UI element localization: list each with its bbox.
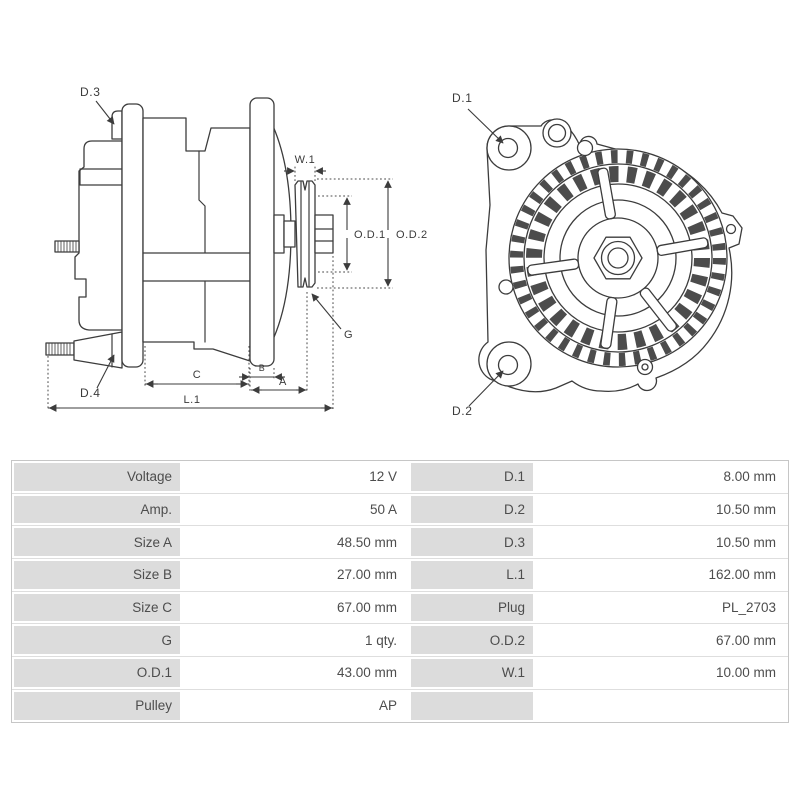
spec-label-cell: O.D.1	[12, 657, 182, 689]
spec-label-cell: Size C	[12, 591, 182, 624]
pulley-nut	[314, 214, 334, 254]
spec-value-cell: 12 V	[369, 469, 397, 485]
spec-label-cell: Pulley	[12, 689, 182, 722]
spec-value-cell: 8.00 mm	[723, 469, 776, 485]
dim-label-w1: W.1	[295, 154, 316, 166]
dim-label-d1: D.1	[452, 91, 472, 105]
alternator-technical-drawing: W.1 O.D.1 O.D.2 G C B A	[45, 85, 743, 418]
table-row: Size C 67.00 mm Plug PL_2703	[12, 590, 788, 624]
spec-label-cell: L.1	[409, 559, 535, 591]
top-mounting-ear	[111, 110, 123, 140]
spec-value-cell: 43.00 mm	[336, 665, 397, 681]
table-row: Size A 48.50 mm D.3 10.50 mm	[12, 525, 788, 559]
shaft	[283, 220, 296, 248]
spec-label-cell: Voltage	[12, 461, 182, 493]
spec-value-cell: AP	[378, 698, 397, 714]
bottom-mounting-ear	[73, 331, 123, 369]
alternator-front-view: D.1 D.2	[452, 91, 743, 418]
mount-flange-rear	[121, 103, 144, 368]
table-row: Size B 27.00 mm L.1 162.00 mm	[12, 558, 788, 591]
dim-label-od1: O.D.1	[354, 229, 386, 241]
spec-label-cell: G	[12, 624, 182, 657]
table-row: Amp. 50 A D.2 10.50 mm	[12, 492, 788, 526]
spec-label-cell: W.1	[409, 657, 535, 689]
fan-spokes	[527, 167, 709, 349]
spec-label-cell: D.2	[409, 493, 535, 526]
spec-label-cell: D.1	[409, 461, 535, 493]
dim-label-l1: L.1	[183, 394, 200, 406]
spec-value-cell: 10.50 mm	[715, 534, 776, 550]
alternator-side-view: W.1 O.D.1 O.D.2 G C B A	[45, 85, 428, 412]
spec-value-cell: PL_2703	[721, 600, 776, 616]
spec-value-cell	[535, 690, 788, 722]
spec-label-cell: Size B	[12, 559, 182, 591]
dim-label-d4: D.4	[80, 386, 100, 400]
pulley	[294, 180, 316, 288]
dim-label-b: B	[259, 363, 266, 373]
spec-label-cell: Size A	[12, 526, 182, 559]
rear-housing	[74, 140, 123, 331]
table-row: G 1 qty. O.D.2 67.00 mm	[12, 623, 788, 657]
spec-label-cell: D.3	[409, 526, 535, 559]
spec-value-cell: 67.00 mm	[715, 632, 776, 648]
cooling-teeth-ring	[510, 150, 726, 366]
spec-value-cell: 50 A	[369, 502, 397, 518]
dim-label-a: A	[279, 376, 287, 388]
dim-label-c: C	[193, 369, 202, 381]
vent-slots-ring	[526, 166, 710, 350]
spec-value-cell: 10.00 mm	[715, 665, 776, 681]
dim-label-d3: D.3	[80, 85, 100, 99]
spec-table: Voltage 12 V D.1 8.00 mm Amp. 50 A D.2 1…	[11, 460, 789, 723]
spec-value-cell: 67.00 mm	[336, 600, 397, 616]
table-row: O.D.1 43.00 mm W.1 10.00 mm	[12, 656, 788, 689]
spec-label-cell: Plug	[409, 591, 535, 624]
spec-label-cell	[409, 689, 535, 722]
spec-value-cell: 1 qty.	[364, 632, 397, 648]
spec-value-cell: 48.50 mm	[336, 534, 397, 550]
table-row: Pulley AP	[12, 688, 788, 722]
table-row: Voltage 12 V D.1 8.00 mm	[12, 461, 788, 493]
dim-label-od2: O.D.2	[396, 229, 428, 241]
dim-label-d2: D.2	[452, 404, 472, 418]
spec-label-cell: Amp.	[12, 493, 182, 526]
spec-label-cell: O.D.2	[409, 624, 535, 657]
mounting-holes	[497, 123, 737, 376]
spec-value-cell: 10.50 mm	[715, 502, 776, 518]
stator-body	[142, 117, 251, 362]
dim-label-g: G	[344, 329, 353, 341]
spec-value-cell: 27.00 mm	[336, 567, 397, 583]
spec-value-cell: 162.00 mm	[708, 567, 776, 583]
mount-flange-front	[249, 97, 275, 367]
